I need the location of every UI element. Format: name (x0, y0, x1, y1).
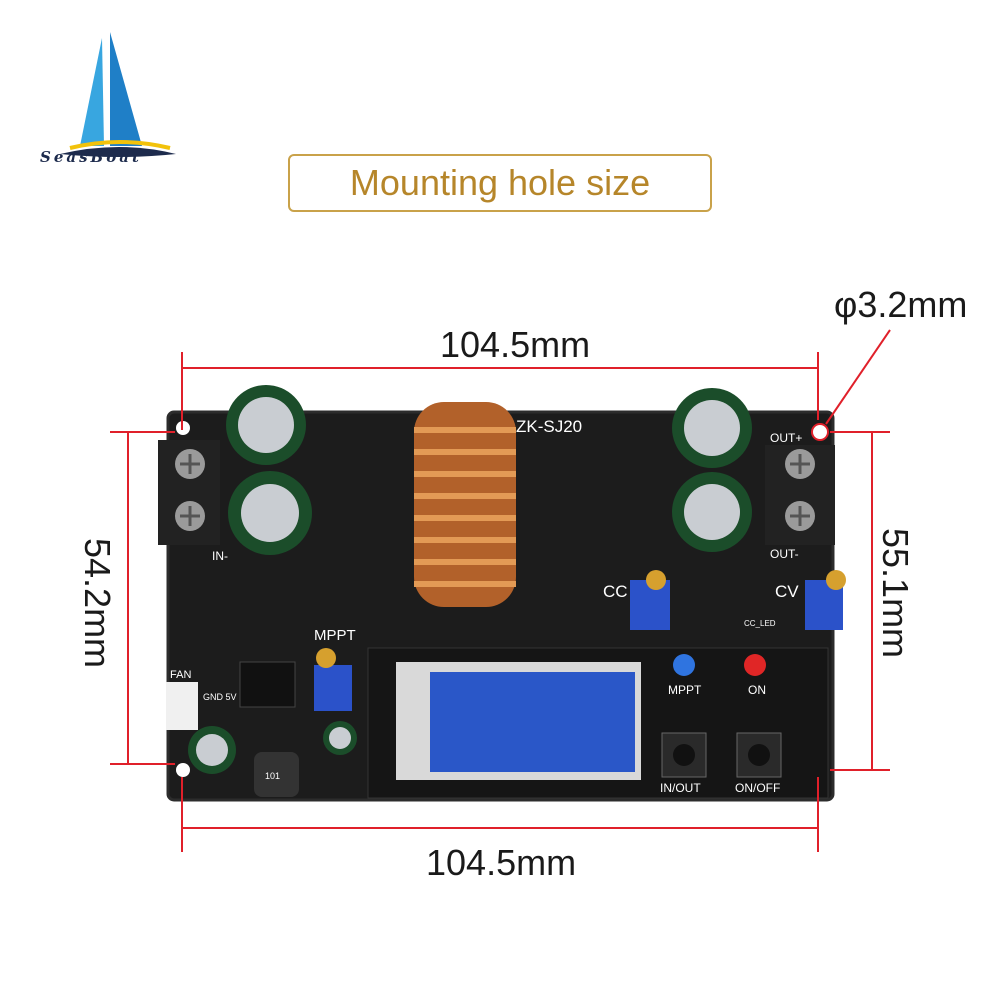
input-terminal-block (158, 440, 220, 545)
title-box: Mounting hole size (288, 154, 712, 212)
hole-leader-line (825, 329, 891, 425)
sail-right-icon (110, 32, 142, 146)
capacitor (188, 726, 236, 774)
mounting-hole (176, 763, 190, 777)
brand-name: SeasBoat (40, 148, 142, 166)
mppt-led (673, 654, 695, 676)
hull-icon (60, 147, 176, 157)
inductor-code: 101 (265, 771, 280, 781)
cc-led-label: CC_LED (744, 619, 776, 628)
top-width-label: 104.5mm (440, 324, 591, 365)
out-plus-label: OUT+ (770, 431, 802, 445)
in-out-button (661, 732, 707, 778)
in-minus-label: IN- (212, 549, 228, 563)
hole-diameter-label: φ3.2mm (834, 284, 968, 325)
potentiometer-mppt (314, 648, 352, 711)
dimension-lines (110, 329, 891, 852)
in-out-label: IN/OUT (660, 781, 701, 795)
page-title: Mounting hole size (349, 162, 651, 203)
capacitor (672, 472, 752, 552)
right-height-label: 55.1mm (875, 528, 916, 659)
lcd-screen (430, 672, 635, 772)
capacitor (323, 721, 357, 755)
capacitor (672, 388, 752, 468)
on-led (744, 654, 766, 676)
model-label: ZK-SJ20 (516, 417, 582, 436)
fan-label: FAN (170, 669, 191, 681)
cv-label: CV (775, 582, 799, 601)
on-off-label: ON/OFF (735, 781, 780, 795)
toroid-inductor (414, 402, 516, 607)
bottom-width-label: 104.5mm (426, 842, 577, 883)
mppt-led-label: MPPT (668, 683, 702, 697)
on-off-button (736, 732, 782, 778)
potentiometer-cc (630, 570, 670, 630)
left-height-label: 54.2mm (77, 538, 118, 669)
capacitor (226, 385, 306, 465)
small-inductor (254, 752, 299, 797)
on-led-label: ON (748, 683, 766, 697)
out-minus-label: OUT- (770, 547, 799, 561)
sail-left-icon (80, 38, 104, 146)
mounting-hole (811, 423, 829, 441)
voltage-regulator (239, 661, 296, 708)
seasboat-logo (60, 32, 176, 157)
gnd-5v-label: GND 5V (203, 692, 237, 702)
cc-label: CC (603, 582, 628, 601)
output-terminal-block (765, 445, 835, 545)
capacitor (228, 471, 312, 555)
potentiometer-cv (805, 570, 846, 630)
mppt-label: MPPT (314, 627, 356, 644)
fan-connector (166, 682, 198, 730)
